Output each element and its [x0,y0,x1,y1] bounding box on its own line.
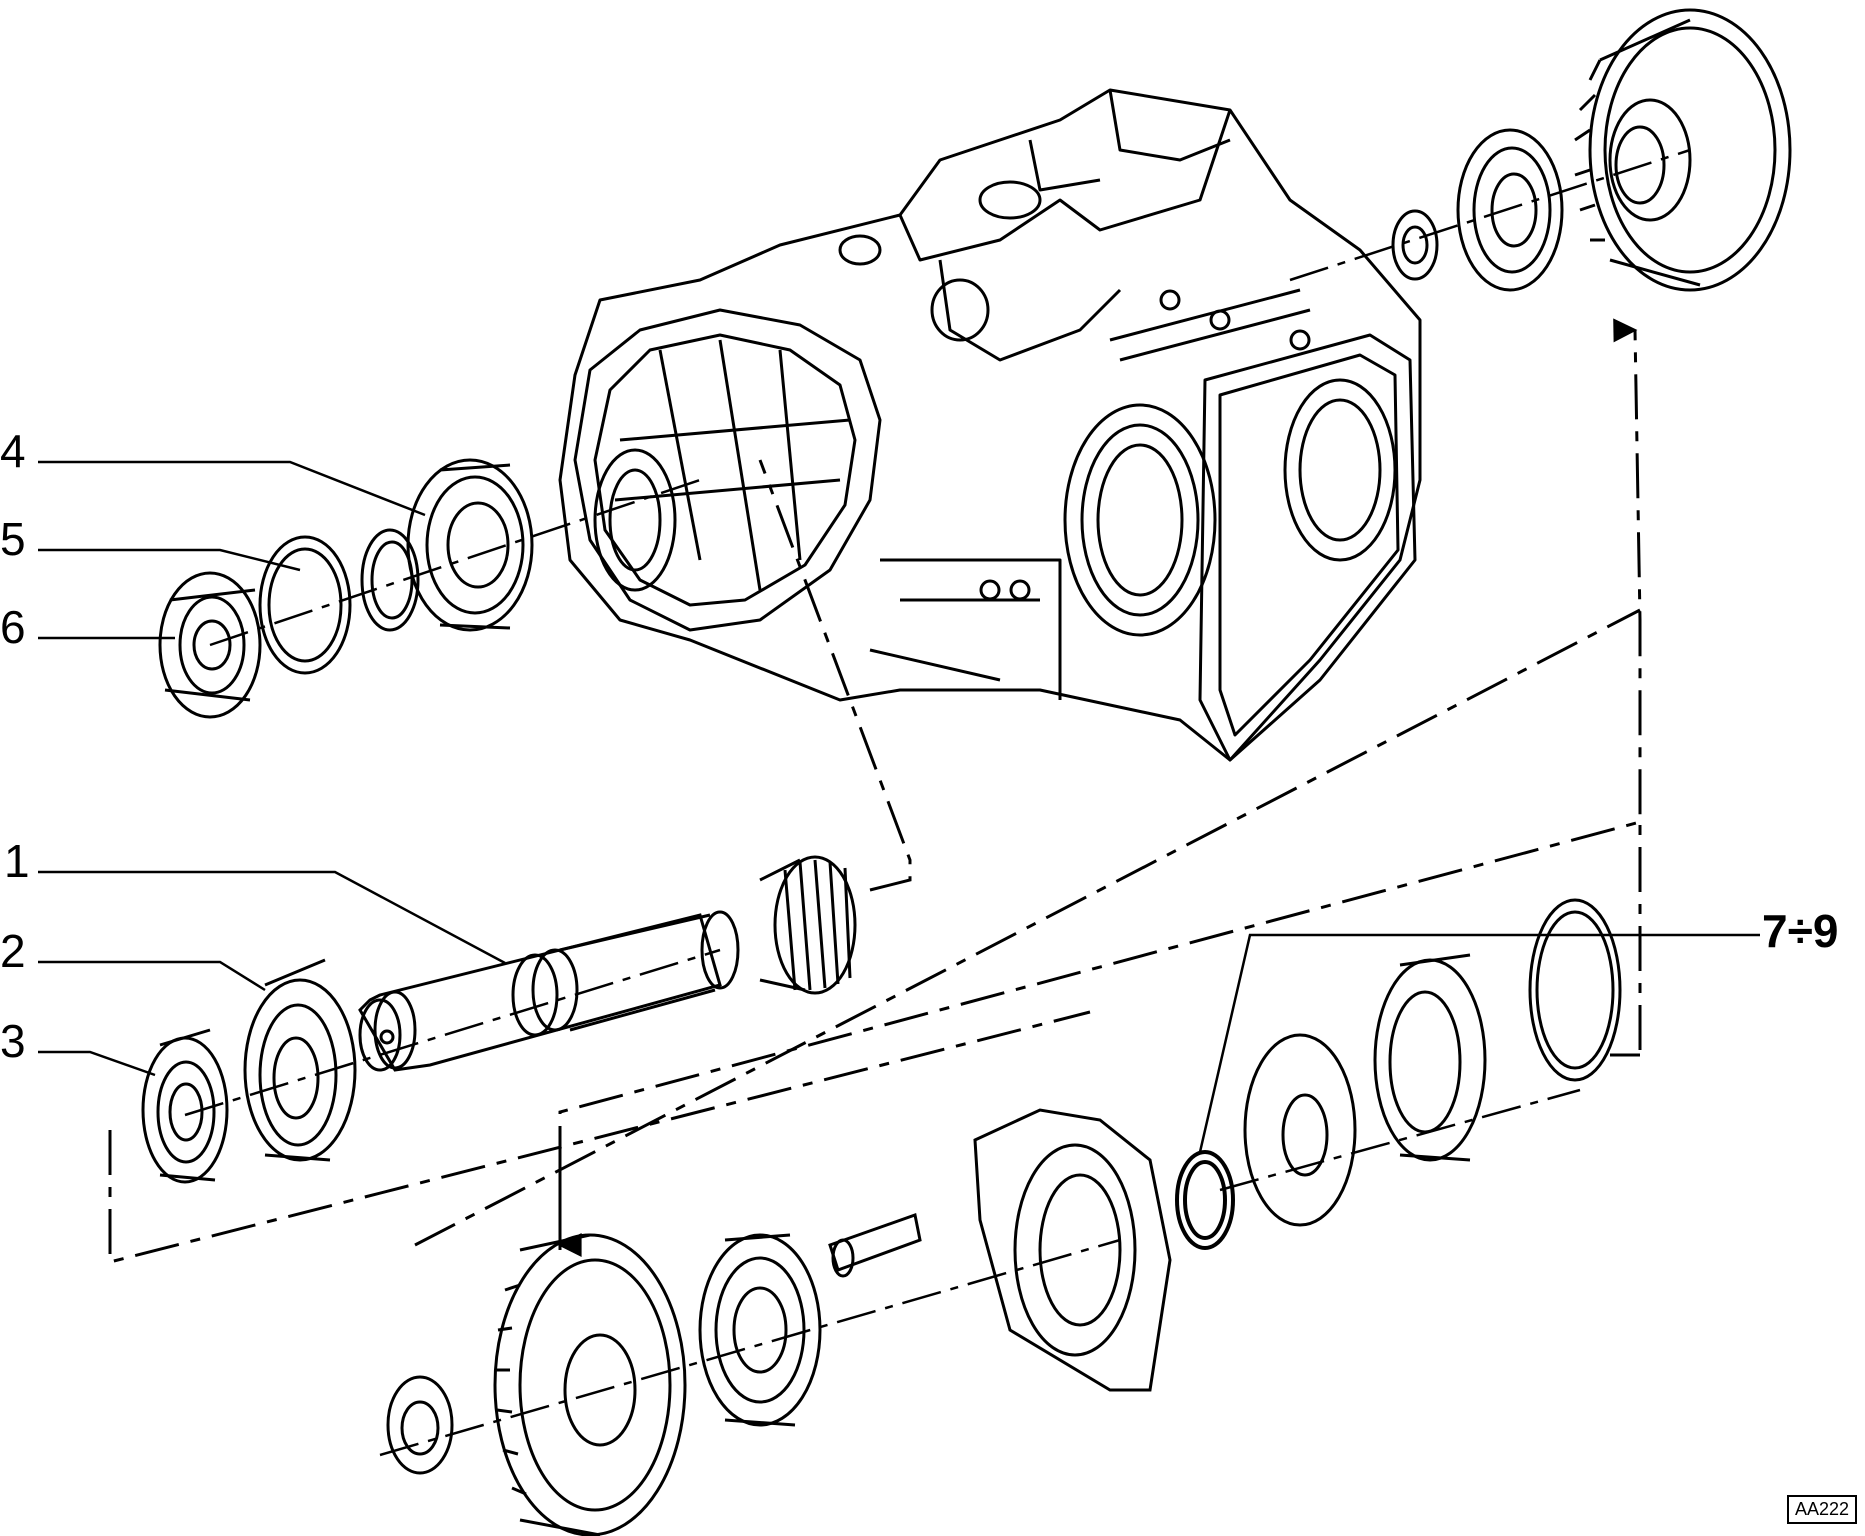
callout-6: 6 [0,601,26,653]
axis-lines [108,148,1691,1457]
nut-6 [158,571,262,719]
gear-bottom [493,1233,687,1536]
input-shaft [358,855,857,1072]
synchro-sleeve [1373,953,1487,1162]
circlip-5 [258,535,352,675]
nut-bottom [386,1375,454,1475]
callout-1: 1 [4,835,30,887]
synchro-hub [1243,1033,1357,1227]
bearing-top-right [1456,128,1564,292]
bolt [828,1213,922,1278]
callout-3: 3 [0,1015,26,1067]
gear-top-right [1574,8,1792,292]
cover-plate [973,1108,1172,1392]
bearing-4 [406,458,534,632]
synchro-ring [1528,898,1622,1082]
bearing-bottom [698,1233,822,1427]
nut-top-right [1391,209,1439,281]
callout-5: 5 [0,513,26,565]
leader-lines [38,460,1760,1153]
seal-ring [1175,1150,1235,1250]
callout-7-9: 7÷9 [1762,905,1839,957]
reference-code: AA222 [1786,1495,1857,1524]
bearing-3 [141,1028,229,1184]
callout-2: 2 [0,925,26,977]
shim-washer [360,528,420,632]
bearing-2 [243,958,357,1162]
callout-4: 4 [0,425,26,477]
transmission-housing [558,88,1422,762]
